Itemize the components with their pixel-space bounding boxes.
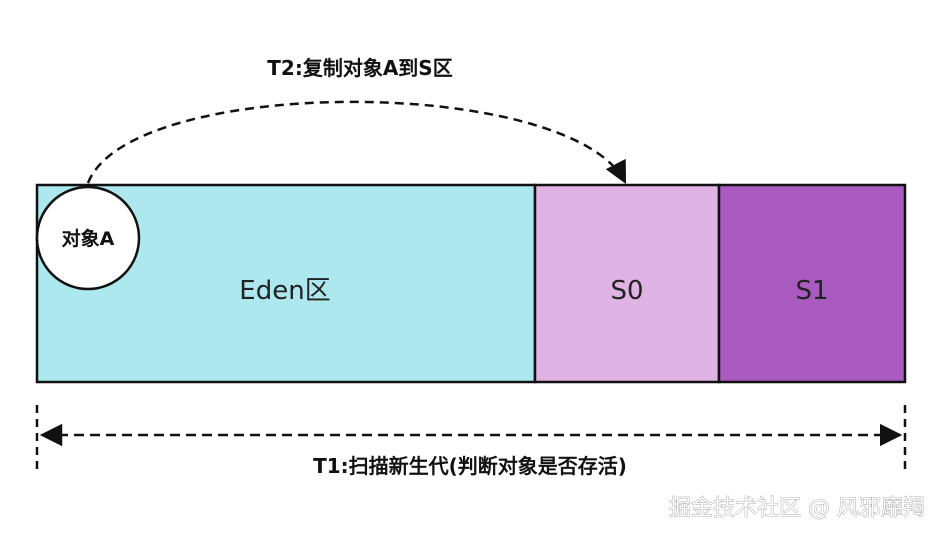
eden-label: Eden区 (239, 276, 330, 306)
s0-label: S0 (610, 276, 643, 306)
step-copy-label: T2:复制对象A到S区 (267, 56, 452, 80)
s1-region (717, 183, 907, 384)
object-a-circle (35, 185, 141, 291)
watermark-text: 掘金技术社区 @ 风邪靡羯 (669, 496, 925, 521)
object-a-label: 对象A (62, 227, 115, 250)
copy-arrow (86, 100, 627, 184)
step-scan-label: T1:扫描新生代(判断对象是否存活) (313, 454, 627, 478)
s0-region (533, 183, 721, 384)
s1-label: S1 (795, 276, 828, 306)
